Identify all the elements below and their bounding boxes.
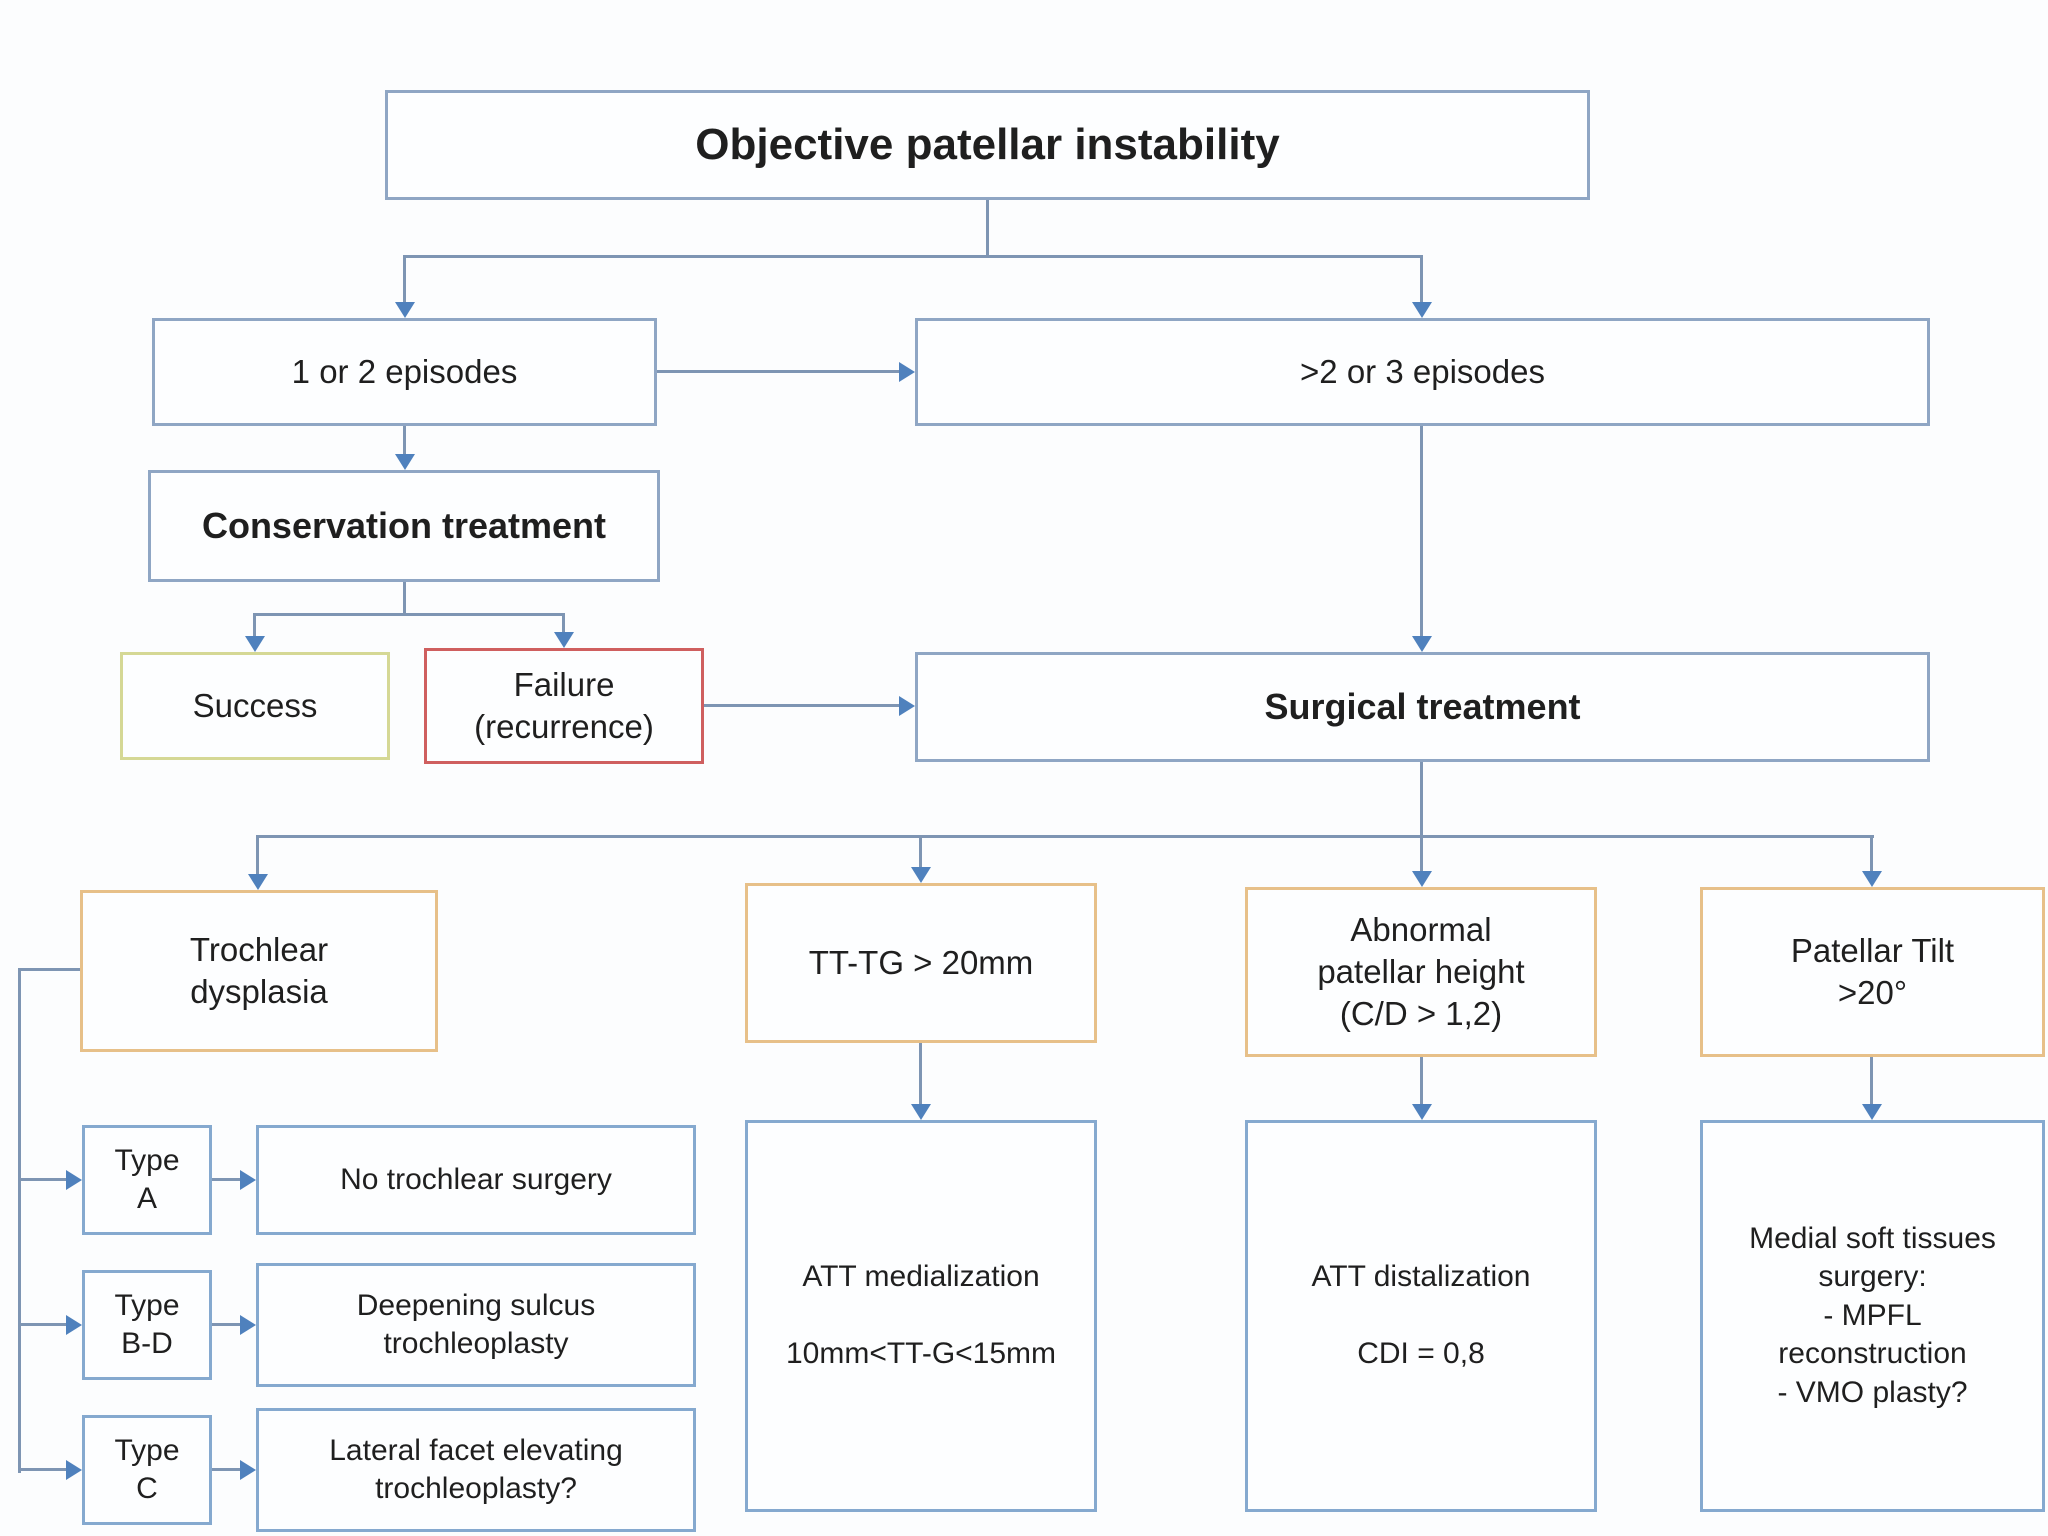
node-no-trochlear-surgery-label: No trochlear surgery: [340, 1162, 612, 1196]
connector-drop-failure: [562, 613, 565, 633]
node-att-distalization: ATT distalization CDI = 0,8: [1245, 1120, 1597, 1512]
arrowhead-down-icon: [1412, 871, 1432, 887]
connector-drop-success: [253, 613, 256, 637]
connector-type-bd-to-treatment: [212, 1323, 240, 1326]
node-tt-tg-gt-20mm: TT-TG > 20mm: [745, 883, 1097, 1043]
node-gt2-or-3-episodes: >2 or 3 episodes: [915, 318, 1930, 426]
connector-conservation-down: [403, 582, 406, 616]
arrowhead-down-icon: [911, 1104, 931, 1120]
node-surgical-treatment-label: Surgical treatment: [1264, 685, 1581, 727]
connector-feeder-to-type-bd: [18, 1323, 66, 1326]
arrowhead-down-icon: [1862, 1104, 1882, 1120]
arrowhead-right-icon: [66, 1315, 82, 1335]
connector-feeder-to-type-c: [18, 1468, 66, 1471]
arrowhead-down-icon: [395, 454, 415, 470]
connector-episodes12-to-23: [657, 370, 899, 373]
connector-drop-episodes12: [403, 255, 406, 303]
connector-drop-trochlear: [256, 835, 259, 875]
connector-abnormal-to-distalization: [1420, 1057, 1423, 1105]
arrowhead-down-icon: [1412, 302, 1432, 318]
arrowhead-right-icon: [240, 1170, 256, 1190]
node-gt2-or-3-episodes-label: >2 or 3 episodes: [1300, 352, 1545, 390]
node-deepening-sulcus-trochleoplasty: Deepening sulcus trochleoplasty: [256, 1263, 696, 1387]
node-type-b-d-label: Type B-D: [114, 1288, 180, 1360]
node-1-or-2-episodes-label: 1 or 2 episodes: [291, 352, 518, 390]
node-success: Success: [120, 652, 390, 760]
node-type-c-label: Type C: [114, 1433, 180, 1505]
node-lateral-facet-elevating-trochleoplasty-label: Lateral facet elevating trochleoplasty?: [329, 1433, 623, 1505]
arrowhead-down-icon: [554, 632, 574, 648]
connector-failure-to-surgical: [704, 704, 899, 707]
connector-trochlear-feeder-top: [18, 968, 80, 971]
node-patellar-tilt: Patellar Tilt >20°: [1700, 887, 2045, 1057]
node-medial-soft-tissues-surgery: Medial soft tissues surgery: - MPFL reco…: [1700, 1120, 2045, 1512]
connector-drop-episodes23: [1420, 255, 1423, 303]
node-abnormal-patellar-height-label: Abnormal patellar height (C/D > 1,2): [1317, 910, 1525, 1033]
connector-title-down: [986, 200, 989, 258]
arrowhead-right-icon: [240, 1315, 256, 1335]
connector-type-a-to-treatment: [212, 1178, 240, 1181]
connector-conservation-split: [253, 613, 565, 616]
node-deepening-sulcus-trochleoplasty-label: Deepening sulcus trochleoplasty: [356, 1288, 596, 1360]
node-lateral-facet-elevating-trochleoplasty: Lateral facet elevating trochleoplasty?: [256, 1408, 696, 1532]
arrowhead-down-icon: [1862, 871, 1882, 887]
connector-drop-patellar-tilt: [1870, 835, 1873, 872]
connector-surgical-down: [1420, 762, 1423, 837]
node-no-trochlear-surgery: No trochlear surgery: [256, 1125, 696, 1235]
connector-trochlear-feeder-vertical: [18, 968, 21, 1473]
arrowhead-down-icon: [911, 867, 931, 883]
connector-episodes12-to-conservation: [403, 426, 406, 455]
arrowhead-down-icon: [245, 636, 265, 652]
arrowhead-right-icon: [66, 1460, 82, 1480]
node-tt-tg-gt-20mm-label: TT-TG > 20mm: [808, 943, 1034, 981]
connector-episodes23-to-surgical: [1420, 426, 1423, 637]
node-failure-recurrence-label: Failure (recurrence): [474, 665, 654, 745]
node-type-a-label: Type A: [114, 1143, 180, 1215]
node-trochlear-dysplasia-label: Trochlear dysplasia: [189, 930, 329, 1010]
connector-type-c-to-treatment: [212, 1468, 240, 1471]
node-att-distalization-label: ATT distalization CDI = 0,8: [1311, 1260, 1531, 1371]
node-att-medialization-label: ATT medialization 10mm<TT-G<15mm: [785, 1260, 1057, 1371]
connector-drop-tttg: [919, 835, 922, 868]
connector-top-split: [403, 255, 1423, 258]
node-medial-soft-tissues-surgery-label: Medial soft tissues surgery: - MPFL reco…: [1749, 1222, 1996, 1409]
arrowhead-right-icon: [899, 362, 915, 382]
node-objective-patellar-instability: Objective patellar instability: [385, 90, 1590, 200]
arrowhead-right-icon: [66, 1170, 82, 1190]
connector-tttg-to-medialization: [919, 1043, 922, 1105]
connector-drop-abnormal-height: [1420, 835, 1423, 872]
arrowhead-down-icon: [395, 302, 415, 318]
arrowhead-down-icon: [248, 874, 268, 890]
node-type-b-d: Type B-D: [82, 1270, 212, 1380]
connector-tilt-to-medial-soft-tissues: [1870, 1057, 1873, 1105]
node-trochlear-dysplasia: Trochlear dysplasia: [80, 890, 438, 1052]
arrowhead-right-icon: [899, 696, 915, 716]
node-failure-recurrence: Failure (recurrence): [424, 648, 704, 764]
node-conservation-treatment-label: Conservation treatment: [201, 504, 607, 546]
node-patellar-tilt-label: Patellar Tilt >20°: [1790, 931, 1955, 1011]
arrowhead-down-icon: [1412, 1104, 1432, 1120]
node-conservation-treatment: Conservation treatment: [148, 470, 660, 582]
node-type-c: Type C: [82, 1415, 212, 1525]
node-abnormal-patellar-height: Abnormal patellar height (C/D > 1,2): [1245, 887, 1597, 1057]
node-type-a: Type A: [82, 1125, 212, 1235]
node-surgical-treatment: Surgical treatment: [915, 652, 1930, 762]
node-att-medialization: ATT medialization 10mm<TT-G<15mm: [745, 1120, 1097, 1512]
connector-surgical-split: [256, 835, 1874, 838]
arrowhead-down-icon: [1412, 636, 1432, 652]
node-objective-patellar-instability-label: Objective patellar instability: [695, 119, 1280, 169]
arrowhead-right-icon: [240, 1460, 256, 1480]
node-success-label: Success: [192, 686, 318, 724]
connector-feeder-to-type-a: [18, 1178, 66, 1181]
node-1-or-2-episodes: 1 or 2 episodes: [152, 318, 657, 426]
